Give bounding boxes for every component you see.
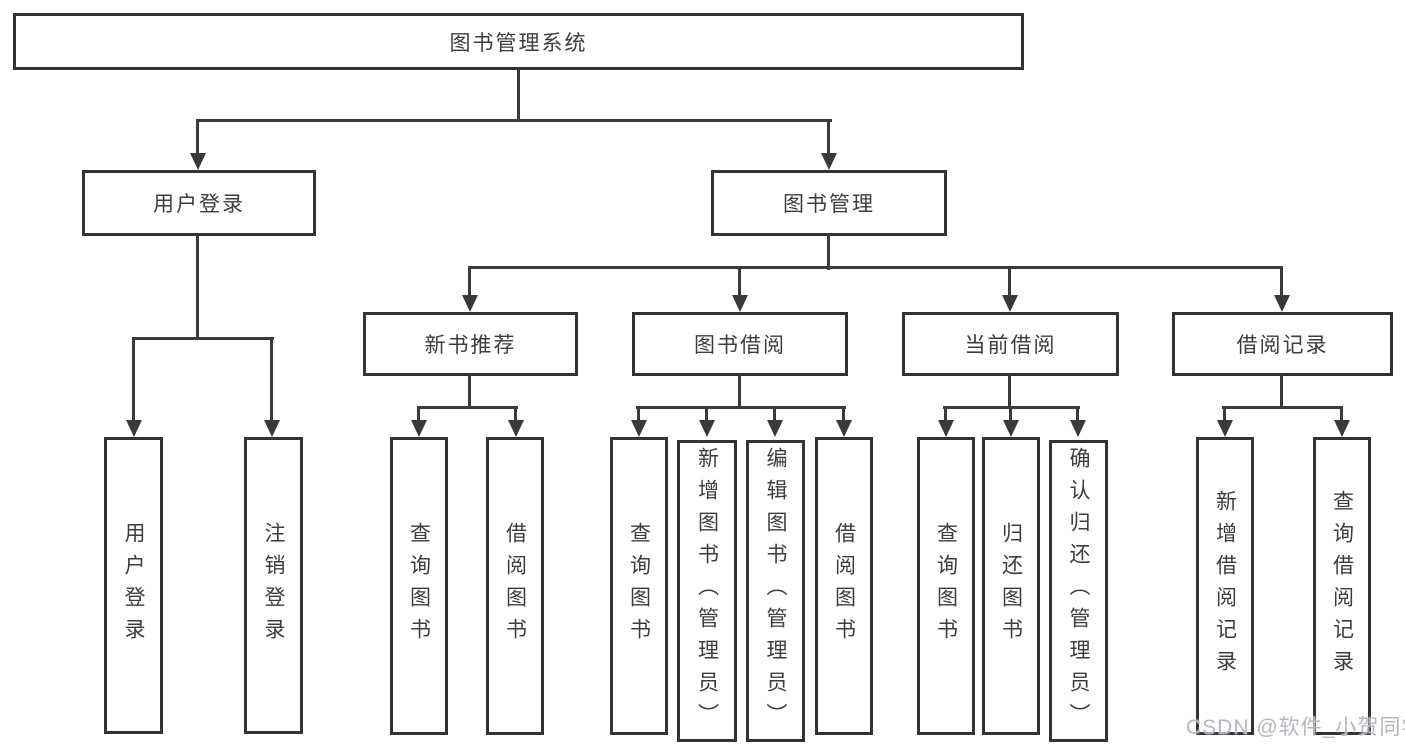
connector-g3-bar <box>636 406 846 409</box>
arrowhead-user-login <box>190 153 206 170</box>
leaf-user-login: 用户登录 <box>104 437 163 734</box>
arrowhead-g3-leaf4 <box>836 420 852 437</box>
connector-user-login-drop <box>196 119 199 156</box>
arrowhead-borrow-records <box>1274 295 1290 312</box>
arrowhead-g5-leaf1 <box>1217 420 1233 437</box>
leaf-record-add: 新增借阅记录 <box>1196 437 1254 735</box>
connector-g1-drop2 <box>270 337 273 421</box>
arrowhead-g5-leaf2 <box>1334 420 1350 437</box>
arrowhead-g1-leaf2 <box>264 420 280 437</box>
connector-l3-drop4 <box>1280 266 1283 297</box>
connector-g5-drop1 <box>1223 406 1226 422</box>
arrowhead-book-borrow <box>732 295 748 312</box>
leaf-current-return: 归还图书 <box>982 437 1040 735</box>
leaf-logout-label: 注销登录 <box>262 521 285 650</box>
connector-root-stem <box>517 69 520 121</box>
connector-g3-drop2 <box>705 406 708 422</box>
connector-g4-drop1 <box>944 406 947 422</box>
arrowhead-g4-leaf2 <box>1003 420 1019 437</box>
leaf-record-add-label: 新增借阅记录 <box>1213 490 1237 682</box>
connector-l3-drop3 <box>1008 266 1011 297</box>
node-book-borrow: 图书借阅 <box>632 312 848 376</box>
leaf-newbook-borrow-label: 借阅图书 <box>503 522 527 650</box>
leaf-newbook-borrow: 借阅图书 <box>486 437 544 735</box>
connector-g1-stem <box>196 234 199 339</box>
leaf-newbook-query: 查询图书 <box>390 437 448 735</box>
arrowhead-g2-leaf2 <box>508 420 524 437</box>
leaf-current-confirm-admin-label: 确认归还（管理员） <box>1067 447 1090 735</box>
leaf-current-query-label: 查询图书 <box>934 522 958 650</box>
connector-g4-stem <box>1008 373 1011 409</box>
connector-g5-stem <box>1280 373 1283 409</box>
node-user-login-label: 用户登录 <box>153 193 245 216</box>
arrowhead-book-mgmt <box>821 153 837 170</box>
arrowhead-g1-leaf1 <box>126 420 142 437</box>
connector-g3-drop4 <box>842 406 845 422</box>
node-new-book-rec-label: 新书推荐 <box>424 334 517 357</box>
connector-g2-bar <box>417 406 518 409</box>
leaf-record-query-label: 查询借阅记录 <box>1330 490 1354 682</box>
leaf-logout: 注销登录 <box>244 437 303 734</box>
leaf-current-confirm-admin: 确认归还（管理员） <box>1049 440 1108 742</box>
connector-g1-drop1 <box>132 337 135 421</box>
leaf-user-login-label: 用户登录 <box>122 521 145 650</box>
leaf-borrow-add-admin-label: 新增图书（管理员） <box>695 447 719 735</box>
arrowhead-g3-leaf2 <box>699 420 715 437</box>
leaf-newbook-query-label: 查询图书 <box>407 522 431 650</box>
node-root-label: 图书管理系统 <box>449 31 588 55</box>
node-book-borrow-label: 图书借阅 <box>694 334 786 357</box>
node-borrow-records-label: 借阅记录 <box>1236 334 1329 357</box>
connector-l3-drop1 <box>468 266 471 297</box>
leaf-current-return-label: 归还图书 <box>999 522 1023 650</box>
leaf-borrow-query: 查询图书 <box>610 437 668 735</box>
arrowhead-g4-leaf3 <box>1070 420 1086 437</box>
arrowhead-g4-leaf1 <box>938 420 954 437</box>
connector-g2-drop2 <box>514 406 517 422</box>
leaf-borrow-add-admin: 新增图书（管理员） <box>677 440 737 742</box>
arrowhead-g2-leaf1 <box>411 420 427 437</box>
leaf-record-query: 查询借阅记录 <box>1313 437 1371 735</box>
leaf-borrow-edit-admin: 编辑图书（管理员） <box>746 440 805 742</box>
node-current-borrow: 当前借阅 <box>902 312 1119 376</box>
connector-g3-drop1 <box>637 406 640 422</box>
connector-g4-drop2 <box>1009 406 1012 422</box>
leaf-borrow-borrow: 借阅图书 <box>815 437 873 735</box>
leaf-borrow-borrow-label: 借阅图书 <box>832 522 856 650</box>
connector-g2-drop1 <box>417 406 420 422</box>
leaf-borrow-query-label: 查询图书 <box>627 522 651 650</box>
connector-g3-drop3 <box>773 406 776 422</box>
node-book-mgmt: 图书管理 <box>711 170 947 236</box>
connector-l3-drop2 <box>738 266 741 297</box>
node-borrow-records: 借阅记录 <box>1172 312 1393 376</box>
connector-bm-stem <box>827 234 830 270</box>
connector-g4-drop3 <box>1076 406 1079 422</box>
node-new-book-rec: 新书推荐 <box>363 312 578 376</box>
arrowhead-new-book-rec <box>462 295 478 312</box>
arrowhead-current-borrow <box>1002 295 1018 312</box>
connector-book-mgmt-drop <box>827 119 830 156</box>
connector-g1-bar <box>132 337 274 340</box>
connector-g5-bar <box>1222 406 1343 409</box>
node-book-mgmt-label: 图书管理 <box>783 193 875 216</box>
leaf-borrow-edit-admin-label: 编辑图书（管理员） <box>764 447 787 735</box>
connector-l3-bar <box>469 266 1283 269</box>
node-current-borrow-label: 当前借阅 <box>964 334 1057 357</box>
csdn-watermark: CSDN @软件_小贺同学 <box>1186 716 1405 739</box>
connector-root-bar <box>197 119 832 122</box>
node-root: 图书管理系统 <box>13 13 1024 70</box>
connector-g5-drop2 <box>1340 406 1343 422</box>
arrowhead-g3-leaf1 <box>631 420 647 437</box>
leaf-current-query: 查询图书 <box>917 437 975 735</box>
connector-g3-stem <box>738 373 741 409</box>
connector-g2-stem <box>468 373 471 409</box>
node-user-login: 用户登录 <box>82 170 316 236</box>
arrowhead-g3-leaf3 <box>767 420 783 437</box>
